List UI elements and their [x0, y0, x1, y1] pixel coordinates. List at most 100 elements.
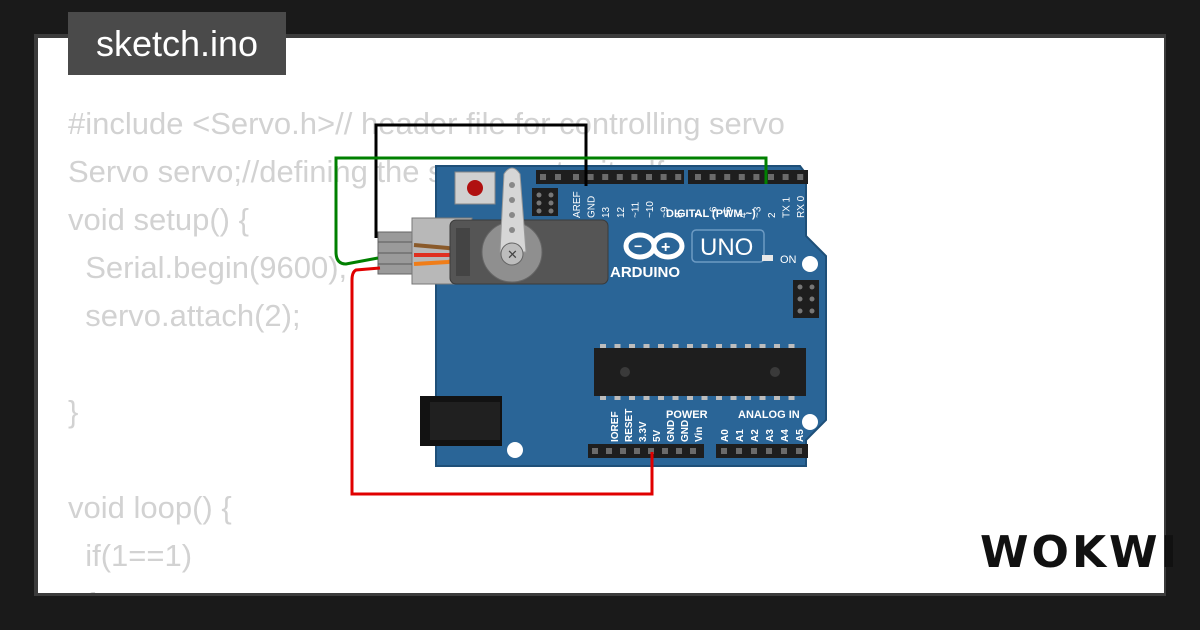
digital-pin-label: ~10	[645, 201, 656, 218]
pin-hole	[675, 174, 682, 180]
pin-hole	[540, 174, 546, 180]
power-pin-label: GND	[666, 420, 677, 442]
analog-label: ANALOG IN	[738, 409, 800, 421]
pin-hole	[797, 174, 804, 180]
wire-signal	[334, 156, 768, 266]
digital-header-right	[688, 170, 808, 184]
code-line: void loop() {	[68, 490, 232, 525]
chip-leg	[774, 344, 780, 348]
mount-hole	[802, 414, 818, 430]
chip-leg	[774, 396, 780, 400]
digital-pin-label: 13	[601, 206, 612, 218]
digital-pin-label: ~11	[630, 201, 641, 218]
servo-motor[interactable]: ✕	[377, 167, 609, 285]
chip-leg	[788, 344, 795, 348]
pin-hole	[721, 448, 727, 454]
chip-leg	[730, 396, 737, 400]
digital-pin-label: ~3	[752, 206, 763, 218]
pin-hole	[662, 448, 668, 454]
analog-pin-label: A1	[735, 429, 746, 442]
pin-hole	[646, 174, 652, 180]
chip-legs	[600, 344, 795, 400]
chip-leg	[730, 344, 737, 348]
chip-leg	[672, 344, 679, 348]
microcontroller-chip	[594, 348, 806, 396]
on-label: ON	[780, 254, 797, 266]
reset-button-cap	[467, 180, 483, 196]
chip-leg	[687, 344, 693, 348]
chip-leg	[658, 396, 664, 400]
pin-hole	[724, 174, 731, 180]
mount-hole	[507, 442, 523, 458]
code-line: if(1==1)	[68, 538, 193, 573]
digital-pin-label: 12	[616, 206, 627, 218]
uno-badge	[691, 229, 765, 263]
pin-hole	[602, 174, 609, 180]
power-pin-label: 5V	[652, 429, 663, 442]
code-line: }	[68, 394, 79, 429]
chip-leg	[614, 396, 621, 400]
analog-header	[716, 444, 808, 458]
pin-hole	[660, 174, 667, 180]
digital-pin-label: ~5	[723, 206, 734, 218]
pin-hole	[751, 448, 757, 454]
pin-hole	[695, 174, 701, 180]
pin-hole	[587, 174, 594, 180]
digital-pin-label: 4	[738, 212, 749, 218]
analog-pin-label: A0	[720, 429, 731, 442]
pin-hole	[555, 174, 561, 180]
chip-leg	[759, 344, 766, 348]
mount-hole	[802, 256, 818, 272]
wire-gnd	[374, 123, 588, 238]
digital-label: DIGITAL (PWM ~)	[666, 208, 756, 220]
power-pin-label: Vin	[694, 427, 705, 442]
pin-hole	[738, 174, 745, 180]
arduino-logo: − +	[623, 232, 685, 260]
svg-text:✕: ✕	[507, 247, 518, 262]
power-label: POWER	[666, 409, 708, 421]
power-pin-label: IOREF	[610, 411, 621, 442]
analog-pin-label: A4	[780, 429, 791, 442]
chip-leg	[701, 396, 708, 400]
wokwi-logo: WOKWI	[980, 527, 1180, 578]
digital-pin-label: AREF	[572, 191, 583, 218]
svg-text:+: +	[661, 239, 670, 256]
digital-pin-label: TX 1	[782, 196, 793, 218]
chip-leg	[658, 344, 664, 348]
bottom-pin-holes	[592, 448, 802, 454]
board-name-label: ARDUINO	[610, 264, 680, 281]
digital-pin-label: ~6	[709, 206, 720, 218]
icsp-header-right	[793, 280, 819, 318]
power-pin-label: 3.3V	[638, 421, 649, 442]
code-line: Serial.begin(9600);	[68, 250, 348, 285]
board-model-label: UNO	[700, 234, 753, 261]
pin-hole	[573, 174, 579, 180]
chip-leg	[687, 396, 693, 400]
servo-shaft	[500, 242, 524, 266]
chip-leg	[745, 396, 751, 400]
servo-horn	[499, 167, 527, 253]
chip-leg	[672, 396, 679, 400]
code-line: void setup() {	[68, 202, 249, 237]
pin-hole	[736, 448, 742, 454]
pin-hole	[690, 448, 696, 454]
analog-pin-label: A2	[750, 429, 761, 442]
digital-pin-label: RX 0	[796, 195, 807, 218]
pin-hole	[634, 448, 640, 454]
pin-hole	[768, 174, 774, 180]
pin-hole	[796, 448, 802, 454]
digital-pin-label: GND	[587, 196, 598, 218]
chip-leg	[629, 396, 635, 400]
chip-leg	[600, 344, 606, 348]
power-jack	[420, 396, 502, 446]
code-line: {	[68, 580, 785, 593]
pin-hole	[676, 448, 682, 454]
pin-hole	[709, 174, 716, 180]
chip-leg	[716, 344, 722, 348]
digital-pin-label: 7	[694, 212, 705, 218]
chip-leg	[629, 344, 635, 348]
digital-pin-holes	[540, 174, 804, 180]
